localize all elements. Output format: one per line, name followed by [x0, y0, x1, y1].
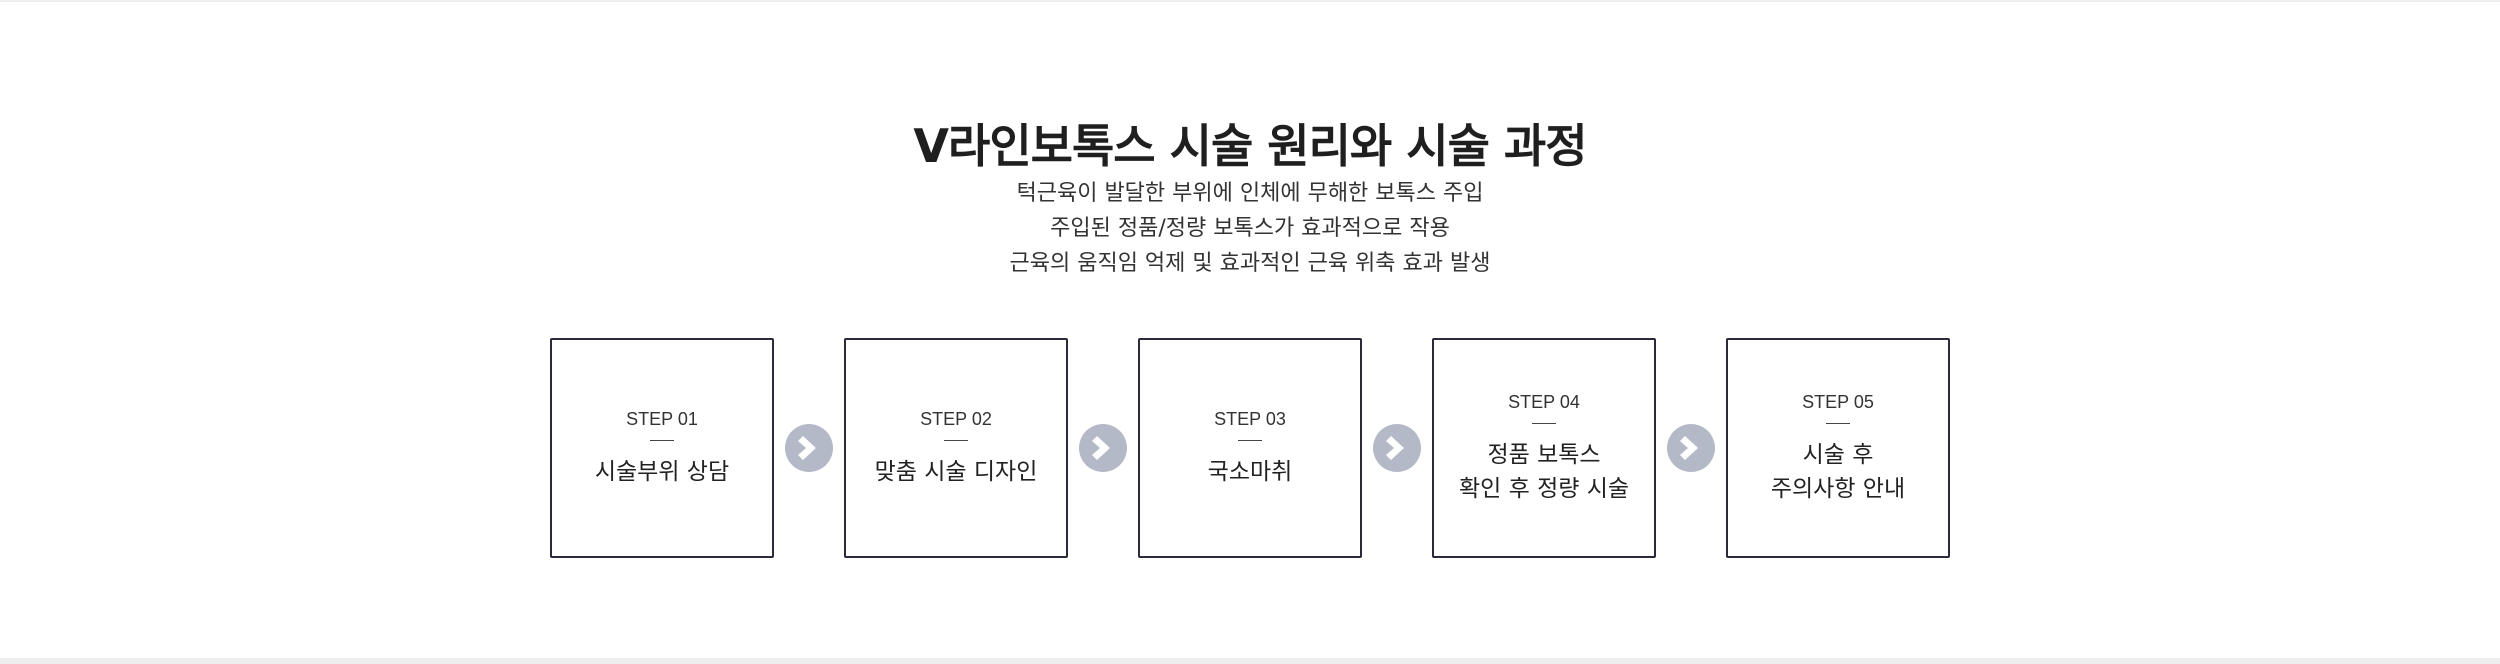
- step-divider: [1826, 422, 1850, 424]
- step-number: STEP 02: [920, 408, 992, 429]
- step-title: 시술부위 상담: [594, 458, 730, 485]
- step-divider: [944, 439, 968, 441]
- step-title: 시술 후 주의사항 안내: [1770, 441, 1906, 502]
- step-divider: [1238, 439, 1262, 441]
- step-title: 국소마취: [1207, 458, 1293, 485]
- chevron-right-circle-icon: [1362, 340, 1432, 556]
- step-number: STEP 04: [1508, 391, 1580, 412]
- chevron-right-circle-icon: [774, 340, 844, 556]
- step-card-03: STEP 03 국소마취: [1138, 338, 1362, 558]
- step-number: STEP 03: [1214, 408, 1286, 429]
- step-card-01: STEP 01 시술부위 상담: [550, 338, 774, 558]
- top-divider: [0, 0, 2500, 2]
- description-line: 턱근육이 발달한 부위에 인체에 무해한 보톡스 주입: [1016, 181, 1484, 206]
- chevron-right-circle-icon: [1068, 340, 1138, 556]
- step-divider: [1532, 422, 1556, 424]
- step-number: STEP 05: [1802, 391, 1874, 412]
- description-line: 주입된 정품/정량 보톡스가 효과적으로 작용: [1050, 216, 1450, 241]
- step-divider: [650, 439, 674, 441]
- step-card-04: STEP 04 정품 보톡스 확인 후 정량 시술: [1432, 338, 1656, 558]
- chevron-right-circle-icon: [1656, 340, 1726, 556]
- bottom-divider: [0, 658, 2500, 664]
- step-number: STEP 01: [626, 408, 698, 429]
- process-steps: STEP 01 시술부위 상담 STEP 02 맞춤 시술 디자인 STEP 0…: [550, 338, 1950, 558]
- step-title: 맞춤 시술 디자인: [874, 458, 1038, 485]
- step-card-02: STEP 02 맞춤 시술 디자인: [844, 338, 1068, 558]
- description: 턱근육이 발달한 부위에 인체에 무해한 보톡스 주입 주입된 정품/정량 보톡…: [0, 176, 2500, 281]
- step-title: 정품 보톡스 확인 후 정량 시술: [1458, 441, 1630, 502]
- step-card-05: STEP 05 시술 후 주의사항 안내: [1726, 338, 1950, 558]
- description-line: 근육의 움직임 억제 및 효과적인 근육 위축 효과 발생: [1009, 251, 1491, 276]
- page-title: V라인보톡스 시술 원리와 시술 과정: [913, 118, 1587, 173]
